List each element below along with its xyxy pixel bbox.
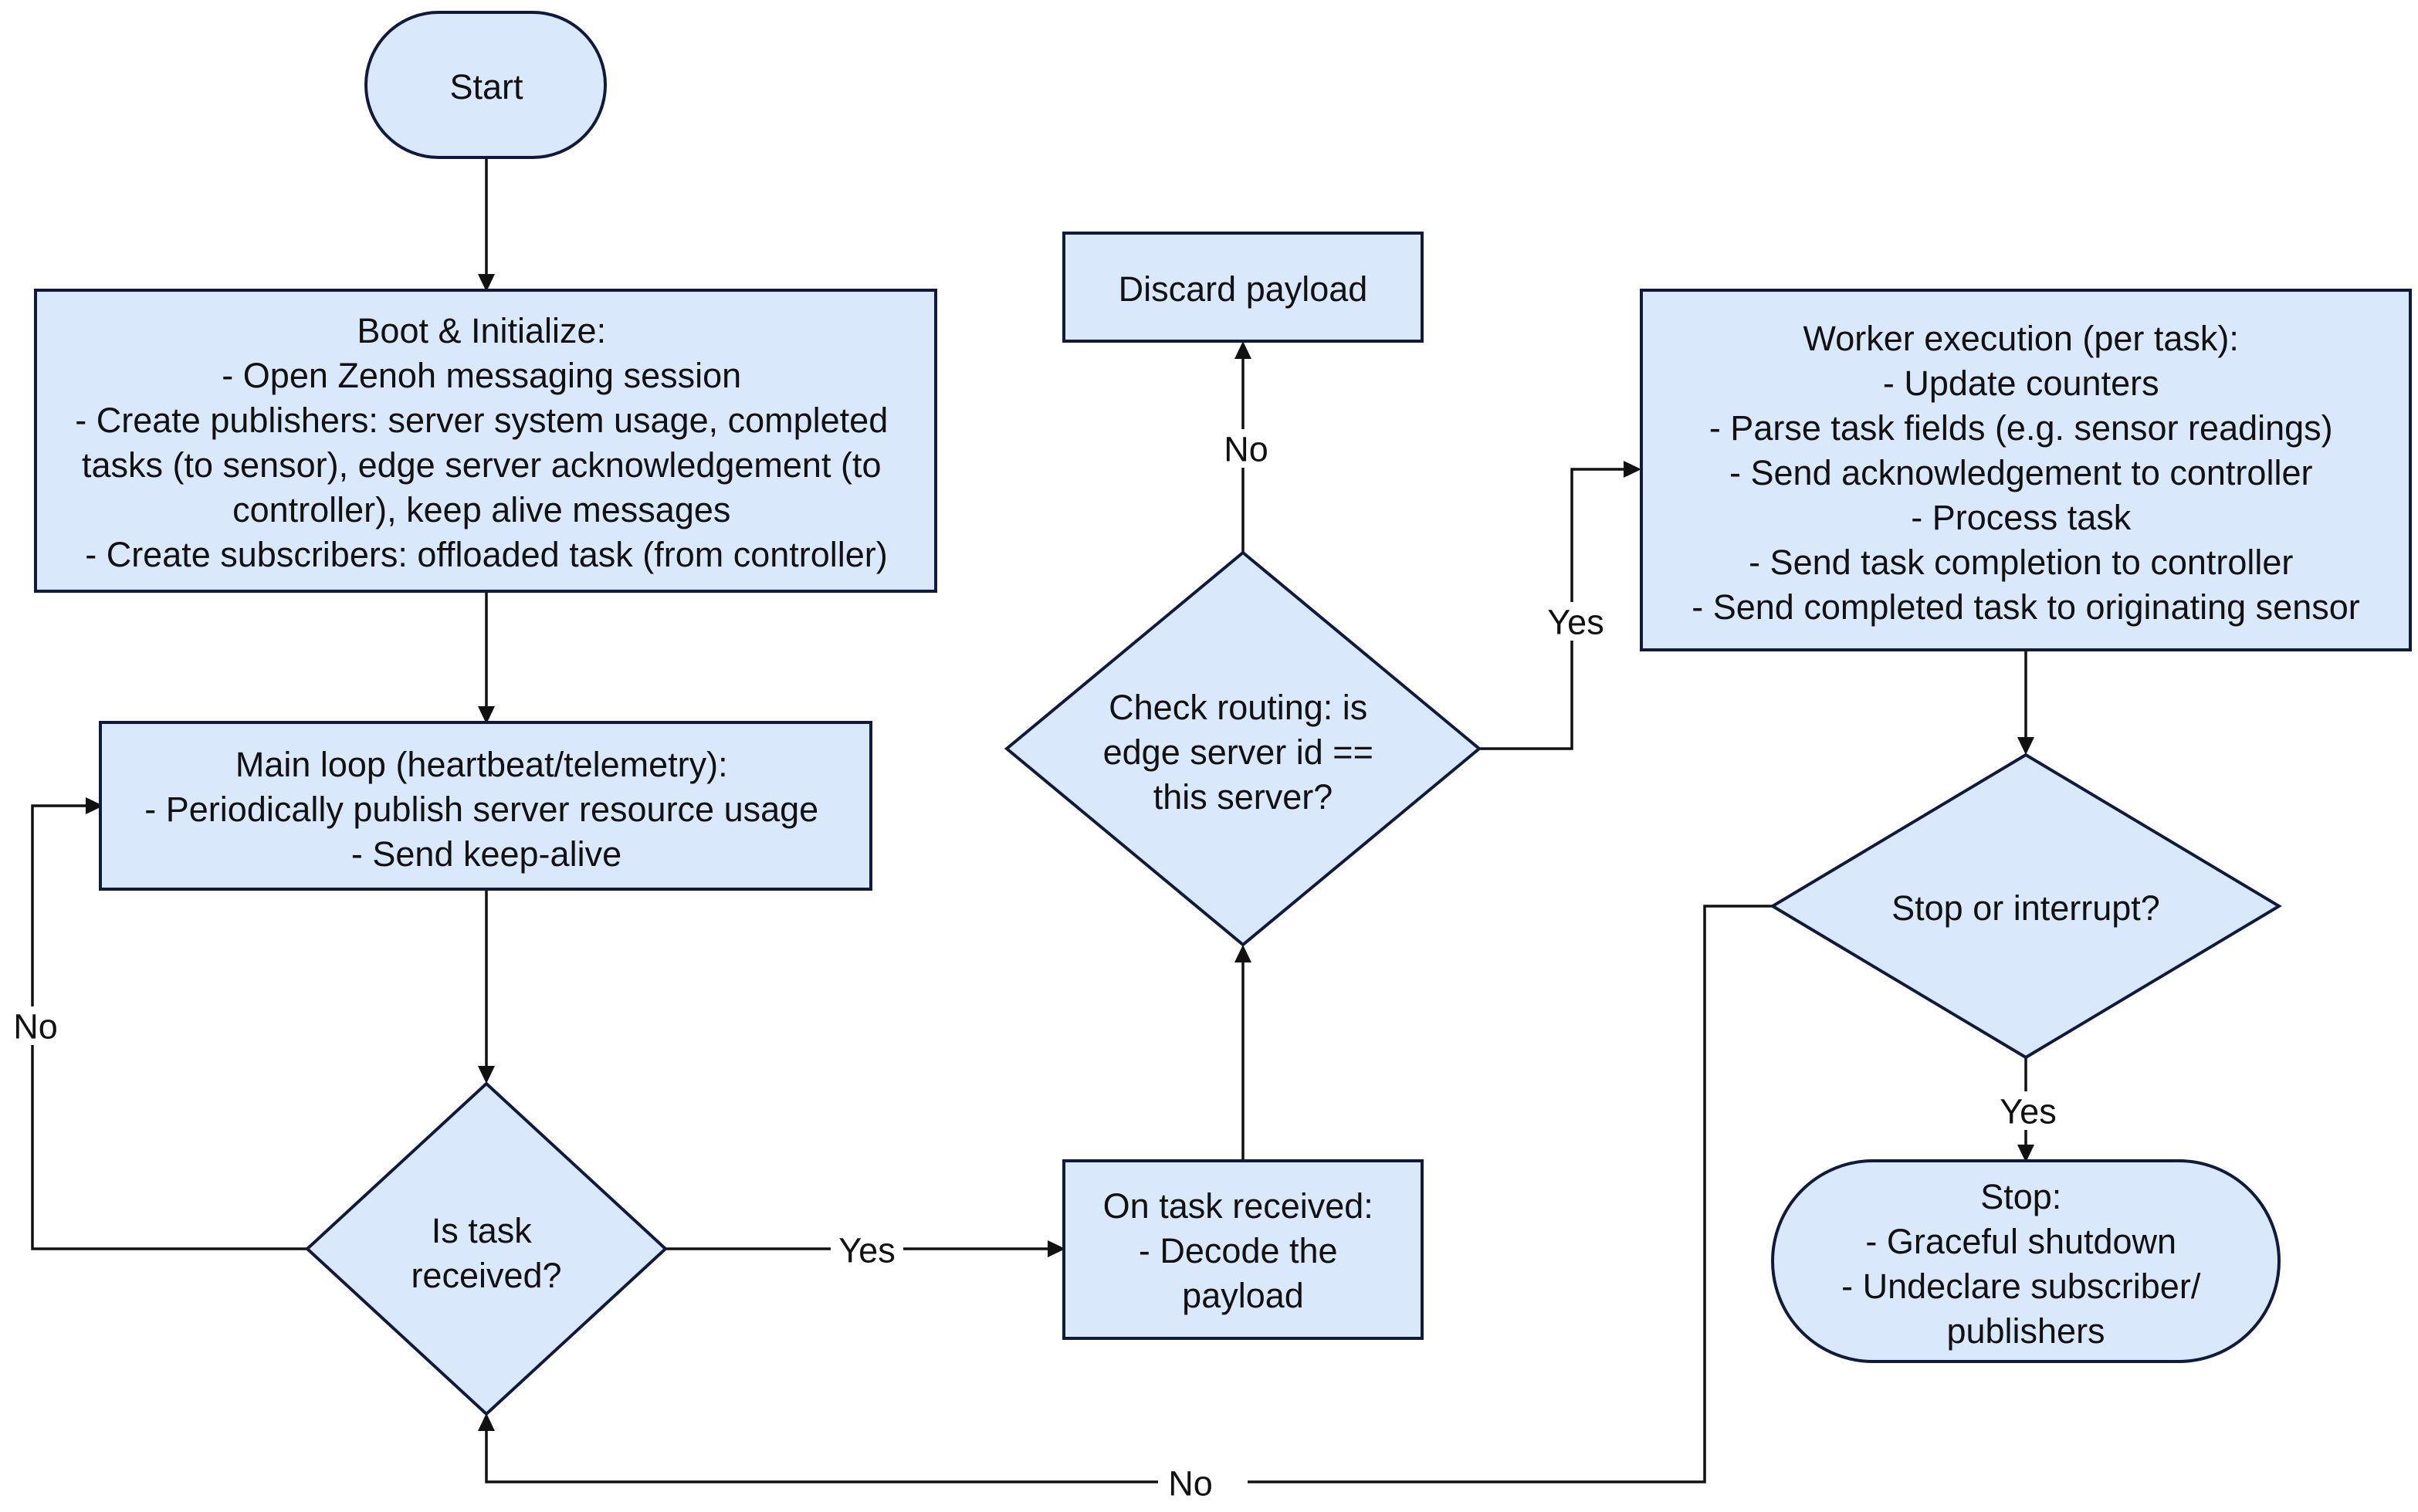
node-line: - Update counters <box>1883 364 2159 403</box>
node-line: Main loop (heartbeat/telemetry): <box>235 745 728 784</box>
node-line: controller), keep alive messages <box>232 490 730 529</box>
on-task-received-text: On task received: - Decode the payload <box>1103 1186 1383 1315</box>
node-line: publishers <box>1946 1311 2105 1351</box>
arrowhead <box>1234 341 1251 359</box>
node-line: - Process task <box>1911 498 2132 537</box>
node-line: tasks (to sensor), edge server acknowled… <box>82 445 881 485</box>
node-line: payload <box>1182 1276 1304 1315</box>
edge-label-yes-route: Yes <box>1547 603 1604 642</box>
node-line: Stop or interrupt? <box>1891 888 2160 928</box>
is-task-received-decision: Is task received? <box>305 1081 668 1416</box>
discard-payload-text: Discard payload <box>1119 269 1368 309</box>
node-line: - Open Zenoh messaging session <box>222 356 741 395</box>
on-task-received-node: On task received: - Decode the payload <box>1062 1159 1424 1340</box>
node-line: - Undeclare subscriber/ <box>1841 1267 2201 1306</box>
node-line: Stop: <box>1980 1177 2061 1216</box>
start-node-text: Start <box>449 67 523 107</box>
arrowhead <box>2017 1145 2034 1162</box>
arrowhead <box>1048 1240 1065 1257</box>
node-line: this server? <box>1153 777 1333 817</box>
boot-initialize-text: Boot & Initialize: - Open Zenoh messagin… <box>75 311 897 574</box>
main-loop-text: Main loop (heartbeat/telemetry): - Perio… <box>144 745 828 874</box>
stop-or-interrupt-decision: Stop or interrupt? <box>1769 753 2282 1060</box>
node-line: edge server id == <box>1103 732 1373 772</box>
worker-execution-text: Worker execution (per task): - Update co… <box>1692 319 2359 627</box>
edge-stop-question-no-to-is-task <box>485 905 1773 1483</box>
node-line: - Periodically publish server resource u… <box>144 790 818 829</box>
check-routing-text: Check routing: is edge server id == this… <box>1103 688 1383 817</box>
arrowhead <box>478 1413 495 1431</box>
node-line: Is task <box>432 1211 533 1250</box>
node-line: received? <box>411 1256 561 1295</box>
node-line: - Send completed task to originating sen… <box>1692 587 2359 627</box>
node-line: Worker execution (per task): <box>1803 319 2239 358</box>
edge-label-no-loop: No <box>13 1007 58 1047</box>
stop-node: Stop: - Graceful shutdown - Undeclare su… <box>1771 1159 2281 1363</box>
arrowhead <box>478 274 495 292</box>
node-line: Boot & Initialize: <box>357 311 606 350</box>
main-loop-node: Main loop (heartbeat/telemetry): - Perio… <box>99 721 872 891</box>
node-line: - Graceful shutdown <box>1865 1222 2176 1261</box>
node-line: Check routing: is <box>1109 688 1367 727</box>
arrowhead <box>1624 461 1641 478</box>
worker-execution-node: Worker execution (per task): - Update co… <box>1640 289 2412 651</box>
node-line: - Send keep-alive <box>351 834 621 874</box>
node-line: - Create publishers: server system usage… <box>75 401 888 440</box>
edge-label-no-discard: No <box>1224 430 1268 469</box>
stop-node-text: Stop: - Graceful shutdown - Undeclare su… <box>1841 1177 2210 1351</box>
boot-initialize-node: Boot & Initialize: - Open Zenoh messagin… <box>34 289 937 593</box>
arrowhead <box>2017 737 2034 755</box>
node-line: - Decode the <box>1139 1231 1338 1270</box>
stop-or-interrupt-text: Stop or interrupt? <box>1891 888 2160 928</box>
edge-labels: No Yes No Yes Yes No <box>8 429 2063 1504</box>
node-line: - Create subscribers: offloaded task (fr… <box>85 535 888 574</box>
edge-label-yes-stop: Yes <box>2000 1092 2056 1131</box>
node-line: - Send acknowledgement to controller <box>1729 453 2312 492</box>
node-line: Discard payload <box>1119 269 1368 309</box>
arrowhead <box>86 797 103 814</box>
node-line: On task received: <box>1103 1186 1373 1226</box>
start-node: Start <box>364 11 607 159</box>
edge-label-yes-task: Yes <box>838 1231 895 1270</box>
discard-payload-node: Discard payload <box>1062 232 1424 343</box>
arrowhead <box>478 706 495 724</box>
node-line: - Parse task fields (e.g. sensor reading… <box>1709 408 2333 448</box>
arrowhead <box>478 1066 495 1084</box>
is-task-received-text: Is task received? <box>411 1211 561 1295</box>
edge-label-no-continue: No <box>1168 1464 1213 1504</box>
arrowhead <box>1234 945 1251 962</box>
check-routing-decision: Check routing: is edge server id == this… <box>1004 550 1482 947</box>
node-line: - Send task completion to controller <box>1749 543 2293 582</box>
node-line: Start <box>449 67 523 107</box>
